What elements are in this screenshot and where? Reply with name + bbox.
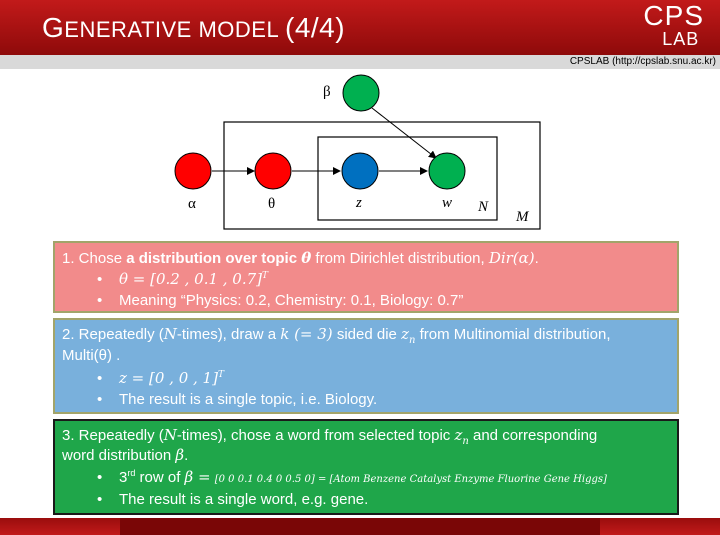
theta-label: θ [268, 196, 276, 212]
cpslab-logo: CPS LAB [643, 0, 704, 49]
alpha-node [174, 152, 212, 190]
step2-line1: 2. Repeatedly (N-times), draw a k (= 3) … [62, 325, 611, 346]
plate-n [317, 136, 498, 221]
w-node [428, 152, 466, 190]
slide-title: GENERATIVE MODEL (4/4) [42, 12, 346, 43]
step2-line2: Multi(θ) . [62, 347, 121, 364]
step1-line: 1. Chose a distribution over topic θ fro… [62, 249, 539, 267]
step3-bullet-result: •The result is a single word, e.g. gene. [97, 491, 369, 508]
step1-bullet-theta: •θ = [0.2 , 0.1 , 0.7]T [97, 270, 269, 288]
step3-line2: word distribution β. [62, 446, 189, 464]
w-label: w [442, 195, 453, 211]
beta-node [342, 74, 380, 112]
step3-box: 3. Repeatedly (N-times), chose a word fr… [53, 419, 679, 515]
step1-box: 1. Chose a distribution over topic θ fro… [53, 241, 679, 313]
z-node [341, 152, 379, 190]
credit-text: CPSLAB (http://cpslab.snu.ac.kr) [569, 56, 716, 67]
edge-beta-w [371, 107, 437, 159]
beta-label: β [323, 84, 331, 100]
step3-bullet-row: •3rd row of β = [0 0 0.1 0.4 0 0.5 0] = … [97, 468, 607, 486]
step1-bullet-meaning: •Meaning “Physics: 0.2, Chemistry: 0.1, … [97, 292, 464, 309]
alpha-label: α [188, 196, 196, 212]
theta-node [254, 152, 292, 190]
z-label: z [356, 195, 362, 211]
step3-line1: 3. Repeatedly (N-times), chose a word fr… [62, 426, 598, 447]
step2-bullet-z: •z = [0 , 0 , 1]T [97, 369, 224, 387]
step2-box: 2. Repeatedly (N-times), draw a k (= 3) … [53, 318, 679, 414]
n-plate-label: N [478, 199, 489, 215]
bottom-bar [0, 518, 720, 535]
plate-diagram [174, 74, 541, 230]
m-plate-label: M [516, 209, 529, 225]
step2-bullet-result: •The result is a single topic, i.e. Biol… [97, 391, 378, 408]
title-bar: GENERATIVE MODEL (4/4) CPS LAB [0, 0, 720, 55]
plate-m [223, 121, 541, 230]
bottom-bar-center [120, 518, 600, 535]
credit-bar [0, 55, 720, 69]
